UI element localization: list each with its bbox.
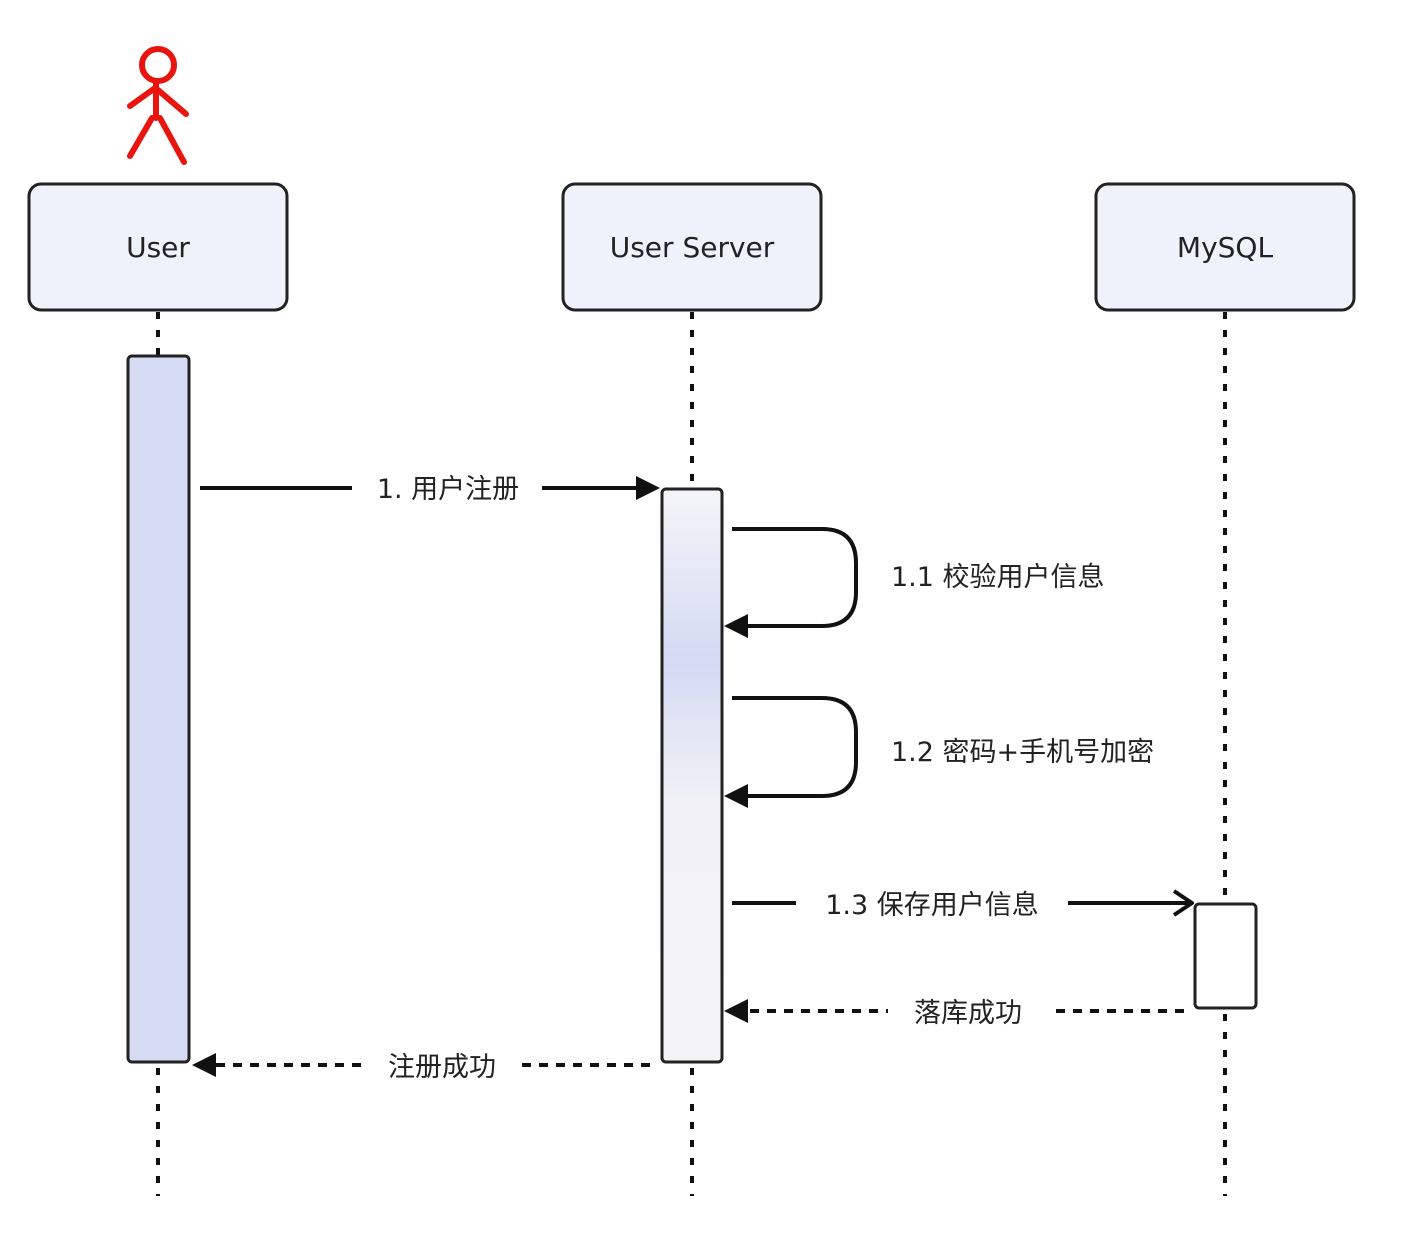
message-save-user-info-label: 1.3 保存用户信息: [825, 890, 1039, 921]
activation-mysql: [1193, 902, 1258, 1010]
message-register-label: 1. 用户注册: [377, 474, 519, 505]
activation-user-server: [660, 487, 724, 1064]
message-register-success: 注册成功: [192, 1052, 654, 1083]
message-validate-user-info-label: 1.1 校验用户信息: [891, 562, 1105, 593]
participant-mysql[interactable]: MySQL: [1094, 182, 1356, 312]
participant-user-label: User: [126, 231, 190, 264]
message-register: 1. 用户注册: [200, 474, 660, 505]
participant-mysql-label: MySQL: [1177, 231, 1274, 264]
message-register-success-label: 注册成功: [388, 1052, 496, 1083]
message-validate-user-info: 1.1 校验用户信息: [724, 527, 1105, 638]
message-db-saved: 落库成功: [724, 998, 1190, 1029]
participant-user-server-label: User Server: [610, 231, 775, 264]
message-save-user-info: 1.3 保存用户信息: [732, 889, 1194, 921]
activation-user: [126, 354, 191, 1064]
message-encrypt-label: 1.2 密码+手机号加密: [891, 737, 1154, 768]
participant-user[interactable]: User: [27, 182, 289, 312]
user-actor-icon: [127, 46, 189, 165]
participant-user-server[interactable]: User Server: [561, 182, 823, 312]
message-db-saved-label: 落库成功: [914, 998, 1022, 1029]
message-encrypt: 1.2 密码+手机号加密: [724, 696, 1154, 808]
